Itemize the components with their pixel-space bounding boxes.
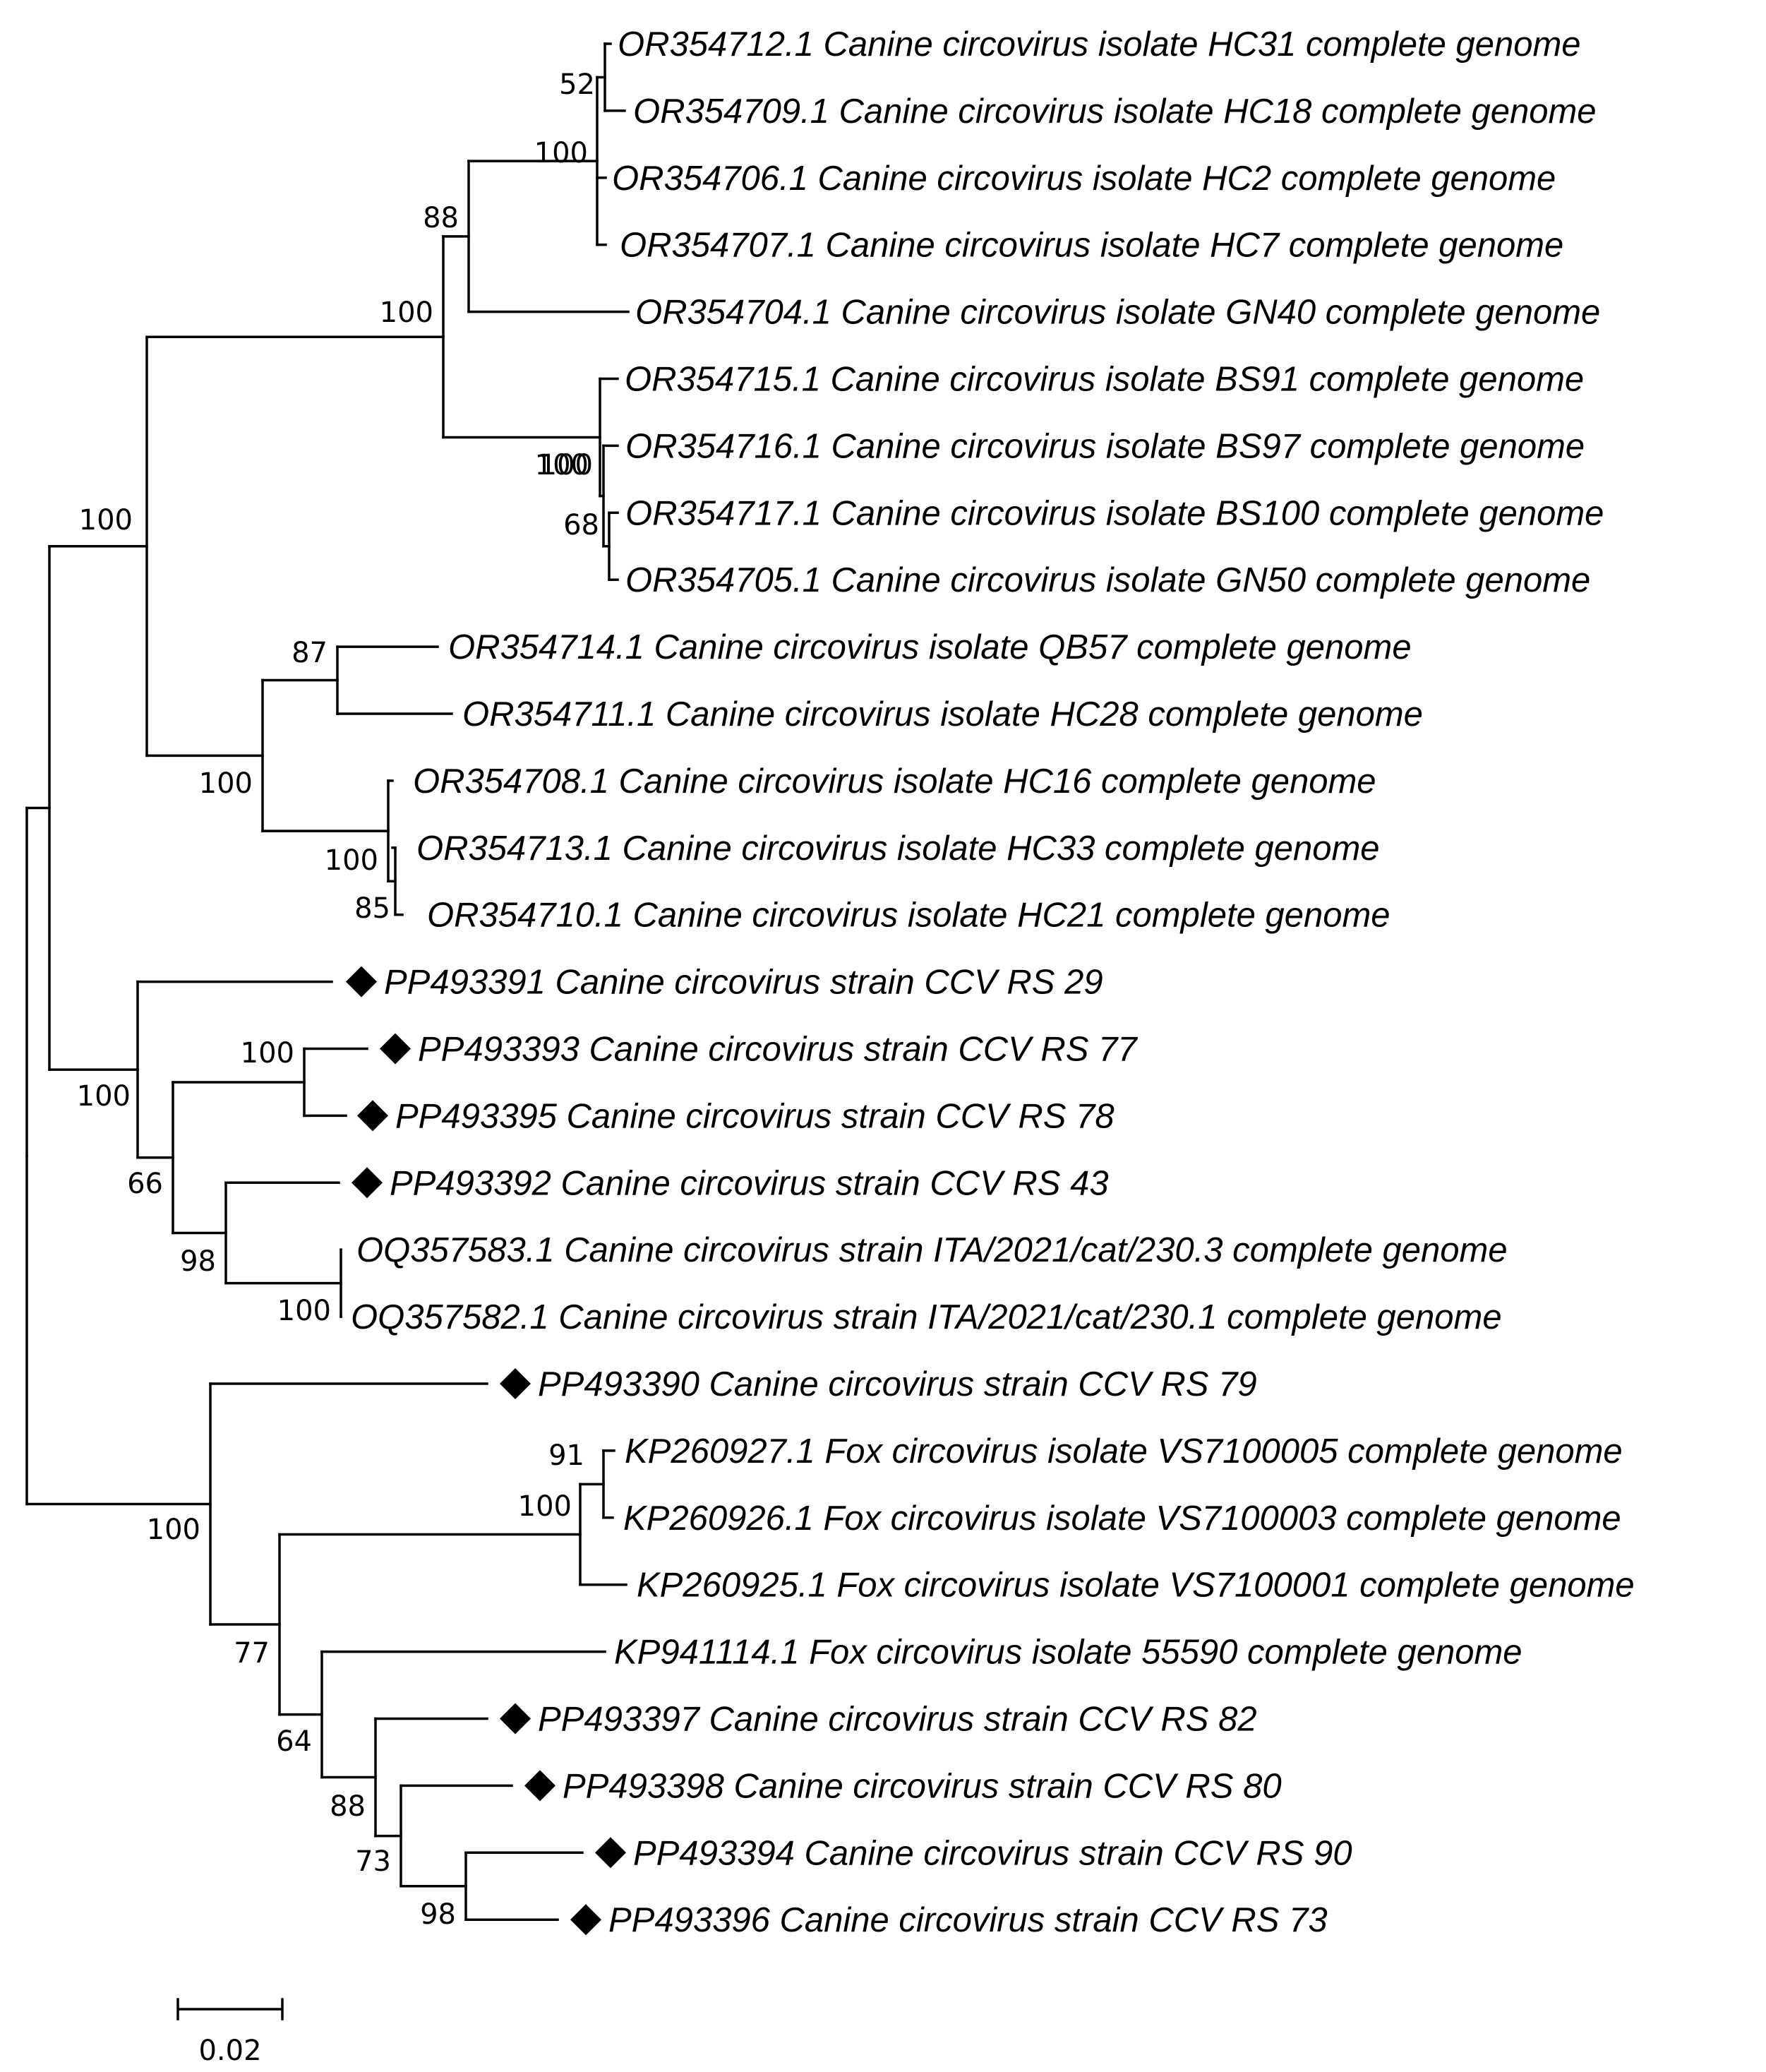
tip-label: KP260927.1 Fox circovirus isolate VS7100… (625, 1432, 1623, 1471)
bootstrap-labels: 5210088681001001008785100100100100100986… (77, 68, 599, 1931)
bootstrap-value: 88 (423, 202, 459, 234)
tip-label: PP493396 Canine circovirus strain CCV RS… (608, 1901, 1328, 1939)
bootstrap-value: 98 (180, 1245, 216, 1278)
tip-diamond-marker (500, 1368, 531, 1399)
tip-markers (346, 966, 626, 1936)
bootstrap-value: 64 (276, 1725, 312, 1758)
bootstrap-value: 88 (330, 1790, 366, 1823)
tip-label: OR354707.1 Canine circovirus isolate HC7… (620, 227, 1563, 265)
bootstrap-value: 100 (380, 297, 433, 329)
bootstrap-value: 87 (292, 637, 328, 669)
bootstrap-value: 100 (535, 449, 589, 481)
tip-diamond-marker (570, 1904, 601, 1936)
tip-diamond-marker (357, 1100, 388, 1132)
bootstrap-value: 100 (147, 1514, 200, 1546)
bootstrap-value: 100 (534, 137, 588, 169)
tip-label: KP260926.1 Fox circovirus isolate VS7100… (623, 1499, 1621, 1538)
bootstrap-value: 100 (77, 1080, 131, 1113)
tip-label: OR354705.1 Canine circovirus isolate GN5… (625, 561, 1590, 599)
tip-label: PP493390 Canine circovirus strain CCV RS… (538, 1365, 1257, 1403)
bootstrap-value: 85 (354, 892, 390, 925)
tip-label: OR354713.1 Canine circovirus isolate HC3… (416, 830, 1380, 868)
tip-label: OR354706.1 Canine circovirus isolate HC2… (612, 160, 1556, 198)
tip-label: PP493393 Canine circovirus strain CCV RS… (418, 1031, 1138, 1069)
tip-label: KP941114.1 Fox circovirus isolate 55590 … (614, 1634, 1522, 1672)
tip-label: PP493392 Canine circovirus strain CCV RS… (390, 1164, 1109, 1202)
tip-label: OR354708.1 Canine circovirus isolate HC1… (413, 762, 1376, 801)
tip-diamond-marker (346, 966, 377, 998)
tip-label: PP493394 Canine circovirus strain CCV RS… (633, 1834, 1352, 1872)
bootstrap-value: 77 (234, 1637, 270, 1670)
tip-label: OQ357583.1 Canine circovirus strain ITA/… (356, 1231, 1508, 1269)
tip-label: OR354716.1 Canine circovirus isolate BS9… (625, 427, 1585, 465)
tree-branches (25, 42, 630, 1921)
tip-label: OR354715.1 Canine circovirus isolate BS9… (625, 361, 1584, 399)
bootstrap-value: 100 (325, 844, 378, 877)
tip-label: OR354710.1 Canine circovirus isolate HC2… (427, 897, 1390, 935)
tip-diamond-marker (500, 1703, 531, 1735)
bootstrap-value: 73 (355, 1845, 391, 1878)
tip-diamond-marker (352, 1167, 383, 1199)
tip-label: OR354717.1 Canine circovirus isolate BS1… (625, 494, 1604, 532)
tip-label: KP260925.1 Fox circovirus isolate VS7100… (637, 1567, 1635, 1605)
tip-label: OR354704.1 Canine circovirus isolate GN4… (635, 294, 1600, 332)
tip-diamond-marker (380, 1033, 411, 1065)
bootstrap-value: 68 (563, 509, 599, 541)
tip-label: PP493398 Canine circovirus strain CCV RS… (563, 1767, 1282, 1805)
tip-diamond-marker (595, 1837, 626, 1869)
tip-label: PP493395 Canine circovirus strain CCV RS… (395, 1097, 1115, 1135)
bootstrap-value: 100 (241, 1037, 294, 1070)
scale-bar-line (176, 1998, 284, 2020)
bootstrap-value: 100 (79, 504, 133, 537)
tip-diamond-marker (524, 1770, 555, 1802)
bootstrap-value: 52 (559, 68, 595, 101)
tip-label: OR354712.1 Canine circovirus isolate HC3… (618, 25, 1581, 64)
bootstrap-value: 100 (518, 1490, 572, 1523)
bootstrap-value: 100 (539, 449, 593, 481)
tip-label: OR354709.1 Canine circovirus isolate HC1… (633, 92, 1597, 131)
bootstrap-value: 100 (199, 767, 253, 800)
tip-labels: OR354712.1 Canine circovirus isolate HC3… (351, 25, 1635, 1939)
tip-label: OR354711.1 Canine circovirus isolate HC2… (462, 695, 1423, 733)
tip-label: OQ357582.1 Canine circovirus strain ITA/… (351, 1298, 1502, 1336)
scale-bar: 0.02 (176, 1998, 284, 2067)
scale-bar-label: 0.02 (198, 2035, 261, 2067)
bootstrap-value: 100 (277, 1295, 331, 1327)
bootstrap-value: 98 (420, 1898, 456, 1931)
tip-label: PP493391 Canine circovirus strain CCV RS… (384, 964, 1103, 1002)
tip-label: OR354714.1 Canine circovirus isolate QB5… (448, 628, 1412, 666)
tip-label: PP493397 Canine circovirus strain CCV RS… (538, 1701, 1257, 1739)
bootstrap-value: 66 (127, 1168, 163, 1200)
bootstrap-value: 91 (548, 1439, 584, 1472)
